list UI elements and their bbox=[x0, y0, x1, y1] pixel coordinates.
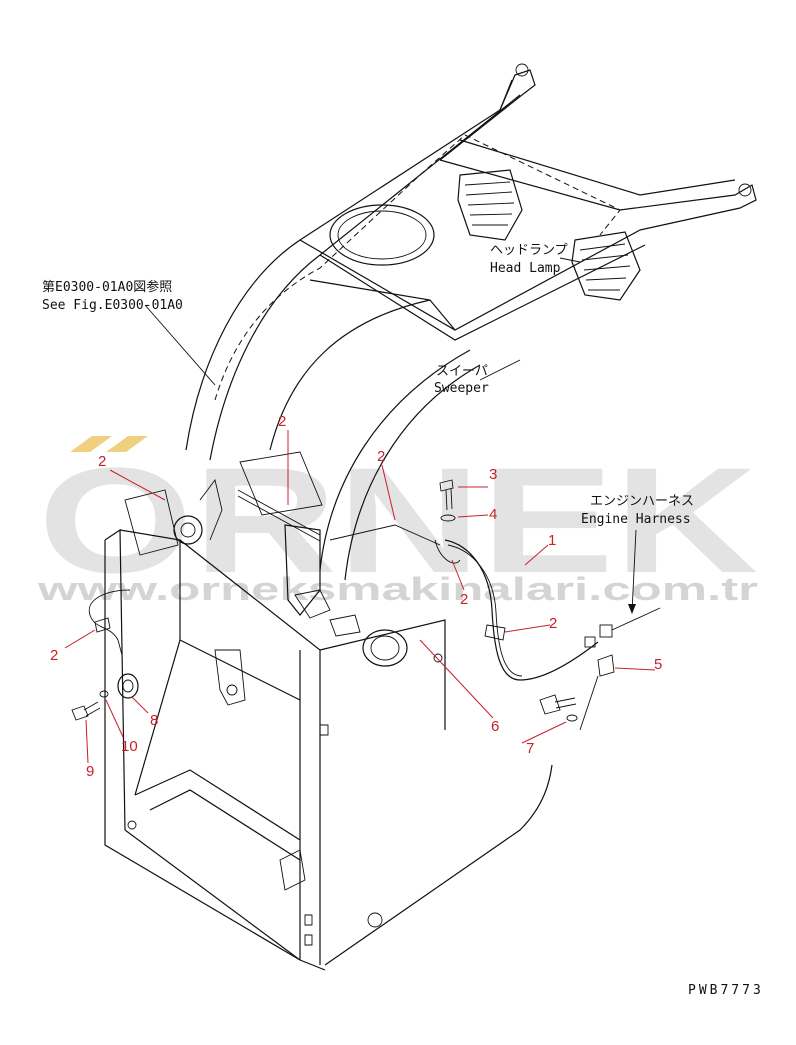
part-number-7: 7 bbox=[526, 740, 534, 757]
part-number-4: 4 bbox=[489, 506, 497, 523]
headlamp-en-label: Head Lamp bbox=[490, 261, 561, 276]
part-number-10: 10 bbox=[121, 738, 138, 755]
part-number-3: 3 bbox=[489, 466, 497, 483]
part-number-8: 8 bbox=[150, 712, 158, 729]
engine-harness-ja-label: エンジンハーネス bbox=[590, 494, 694, 509]
sweeper-assembly bbox=[124, 451, 441, 637]
drawing-code: PWB7773 bbox=[688, 983, 764, 998]
part-number-2-upper-left: 2 bbox=[98, 453, 106, 470]
watermark: ORNEK www.orneksmakinalari.com.tr bbox=[36, 436, 758, 607]
wiring-harness bbox=[71, 479, 661, 731]
watermark-accent-right bbox=[106, 436, 148, 452]
sweeper-en-label: Sweeper bbox=[434, 381, 489, 396]
sweeper-ja-label: スイーパ bbox=[436, 364, 488, 379]
part-number-9: 9 bbox=[86, 763, 94, 780]
watermark-url: www.orneksmakinalari.com.tr bbox=[36, 571, 758, 607]
upper-frame bbox=[185, 63, 757, 581]
head-lamps bbox=[457, 169, 641, 301]
part-number-5: 5 bbox=[654, 656, 662, 673]
reference-en-label: See Fig.E0300-01A0 bbox=[42, 298, 183, 313]
lower-body bbox=[104, 528, 553, 971]
leader-lines bbox=[64, 257, 656, 764]
watermark-brand: ORNEK bbox=[38, 436, 758, 604]
part-number-2-center: 2 bbox=[377, 448, 385, 465]
part-number-2-connector: 2 bbox=[460, 591, 468, 608]
part-number-1: 1 bbox=[548, 532, 556, 549]
watermark-accent-left bbox=[70, 436, 112, 452]
reference-ja-label: 第E0300-01A0図参照 bbox=[42, 279, 172, 295]
part-number-2-sweeper: 2 bbox=[278, 413, 286, 430]
engine-harness-en-label: Engine Harness bbox=[581, 512, 691, 527]
part-number-6: 6 bbox=[491, 718, 499, 735]
part-numbers: 2 2 2 3 4 1 2 2 2 5 8 6 10 7 9 bbox=[50, 413, 662, 780]
part-number-2-clamp: 2 bbox=[549, 615, 557, 632]
callouts: 第E0300-01A0図参照 See Fig.E0300-01A0 ヘッドランプ… bbox=[42, 243, 764, 998]
part-number-2-left: 2 bbox=[50, 647, 58, 664]
headlamp-ja-label: ヘッドランプ bbox=[490, 243, 568, 258]
